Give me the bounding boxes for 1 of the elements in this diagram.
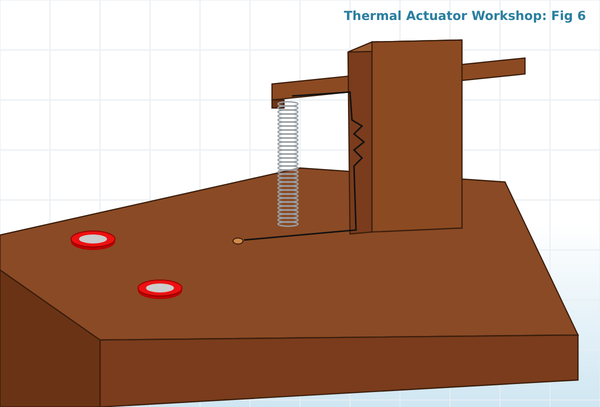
figure-title: Thermal Actuator Workshop: Fig 6 xyxy=(344,8,586,23)
